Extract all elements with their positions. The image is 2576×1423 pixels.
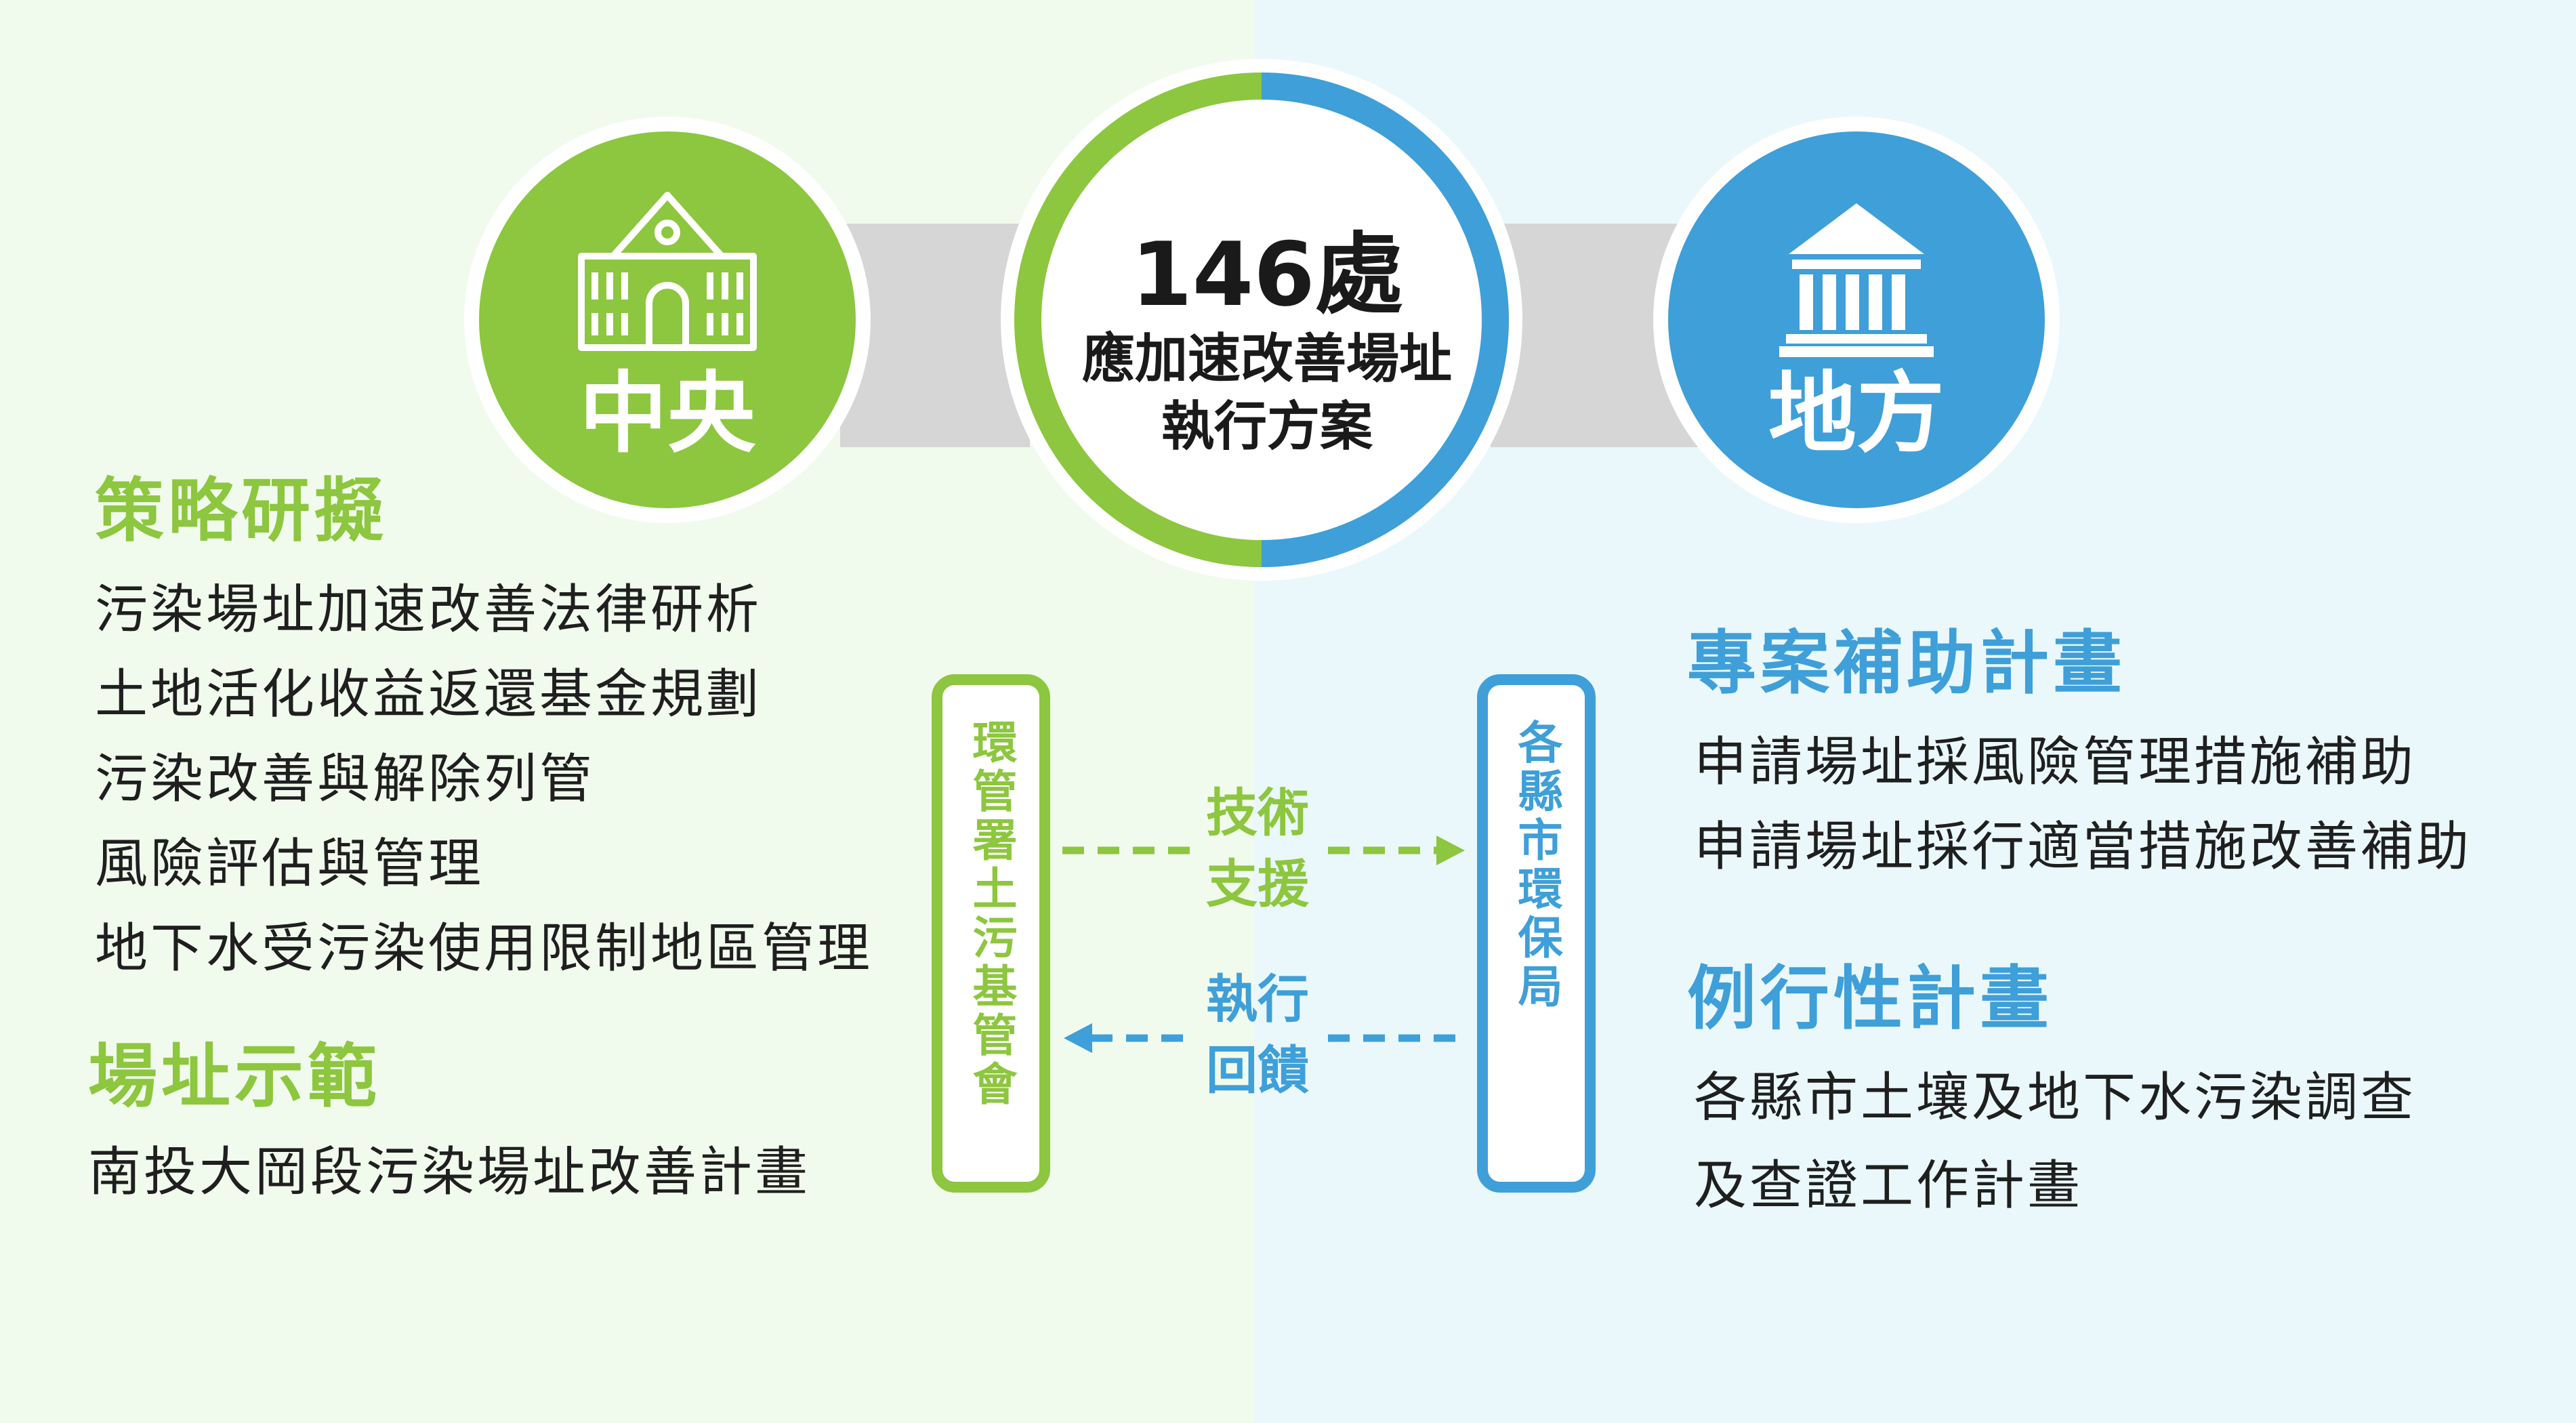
local-agency-box: 各縣市環保局	[1477, 674, 1596, 1193]
feedback-label-line1: 執行	[1206, 969, 1309, 1029]
center-ring-green	[1014, 73, 1262, 567]
central-agency-box: 環管署土污基管會	[932, 674, 1050, 1193]
list-item: 申請場址採風險管理措施補助	[1694, 732, 2417, 793]
school-building-icon	[578, 192, 757, 351]
local-label: 地方	[1768, 362, 1945, 465]
section-heading-subsidy: 專案補助計畫	[1687, 623, 2126, 704]
list-item: 及查證工作計畫	[1694, 1155, 2083, 1216]
section-heading-demo-site: 場址示範	[88, 1037, 381, 1117]
list-item: 南投大岡段污染場址改善計畫	[88, 1142, 811, 1203]
connector-right	[1491, 224, 1707, 447]
central-label: 中央	[579, 362, 755, 465]
list-item: 各縣市土壤及地下水污染調查	[1694, 1067, 2417, 1128]
list-item: 污染改善與解除列管	[95, 749, 596, 810]
government-columns-icon	[1779, 203, 1934, 357]
central-agency-name: 環管署土污基管會	[965, 719, 1018, 1109]
tech-support-label-line1: 技術	[1206, 783, 1309, 843]
connector-left	[840, 224, 1030, 447]
section-heading-routine: 例行性計畫	[1687, 959, 2053, 1039]
local-agency-name: 各縣市環保局	[1510, 719, 1563, 1012]
list-item: 土地活化收益返還基金規劃	[95, 664, 762, 725]
list-item: 地下水受污染使用限制地區管理	[95, 918, 873, 979]
list-item: 風險評估與管理	[95, 833, 484, 894]
feedback-label-line2: 回饋	[1206, 1040, 1309, 1100]
feedback-arrowhead	[1064, 1023, 1092, 1053]
tech-support-arrowhead	[1436, 836, 1465, 865]
center-ring-blue	[1261, 73, 1509, 567]
tech-support-label-line2: 支援	[1206, 854, 1309, 914]
list-item: 申請場址採行適當措施改善補助	[1694, 817, 2472, 878]
section-heading-strategy: 策略研擬	[95, 471, 388, 552]
list-item: 污染場址加速改善法律研析	[95, 579, 762, 640]
central-circle	[479, 131, 856, 508]
center-circle-halo	[1001, 59, 1522, 581]
site-count: 146處	[1131, 223, 1403, 326]
center-title-line1: 應加速改善場址	[1081, 329, 1452, 390]
center-title-line2: 執行方案	[1161, 396, 1373, 457]
